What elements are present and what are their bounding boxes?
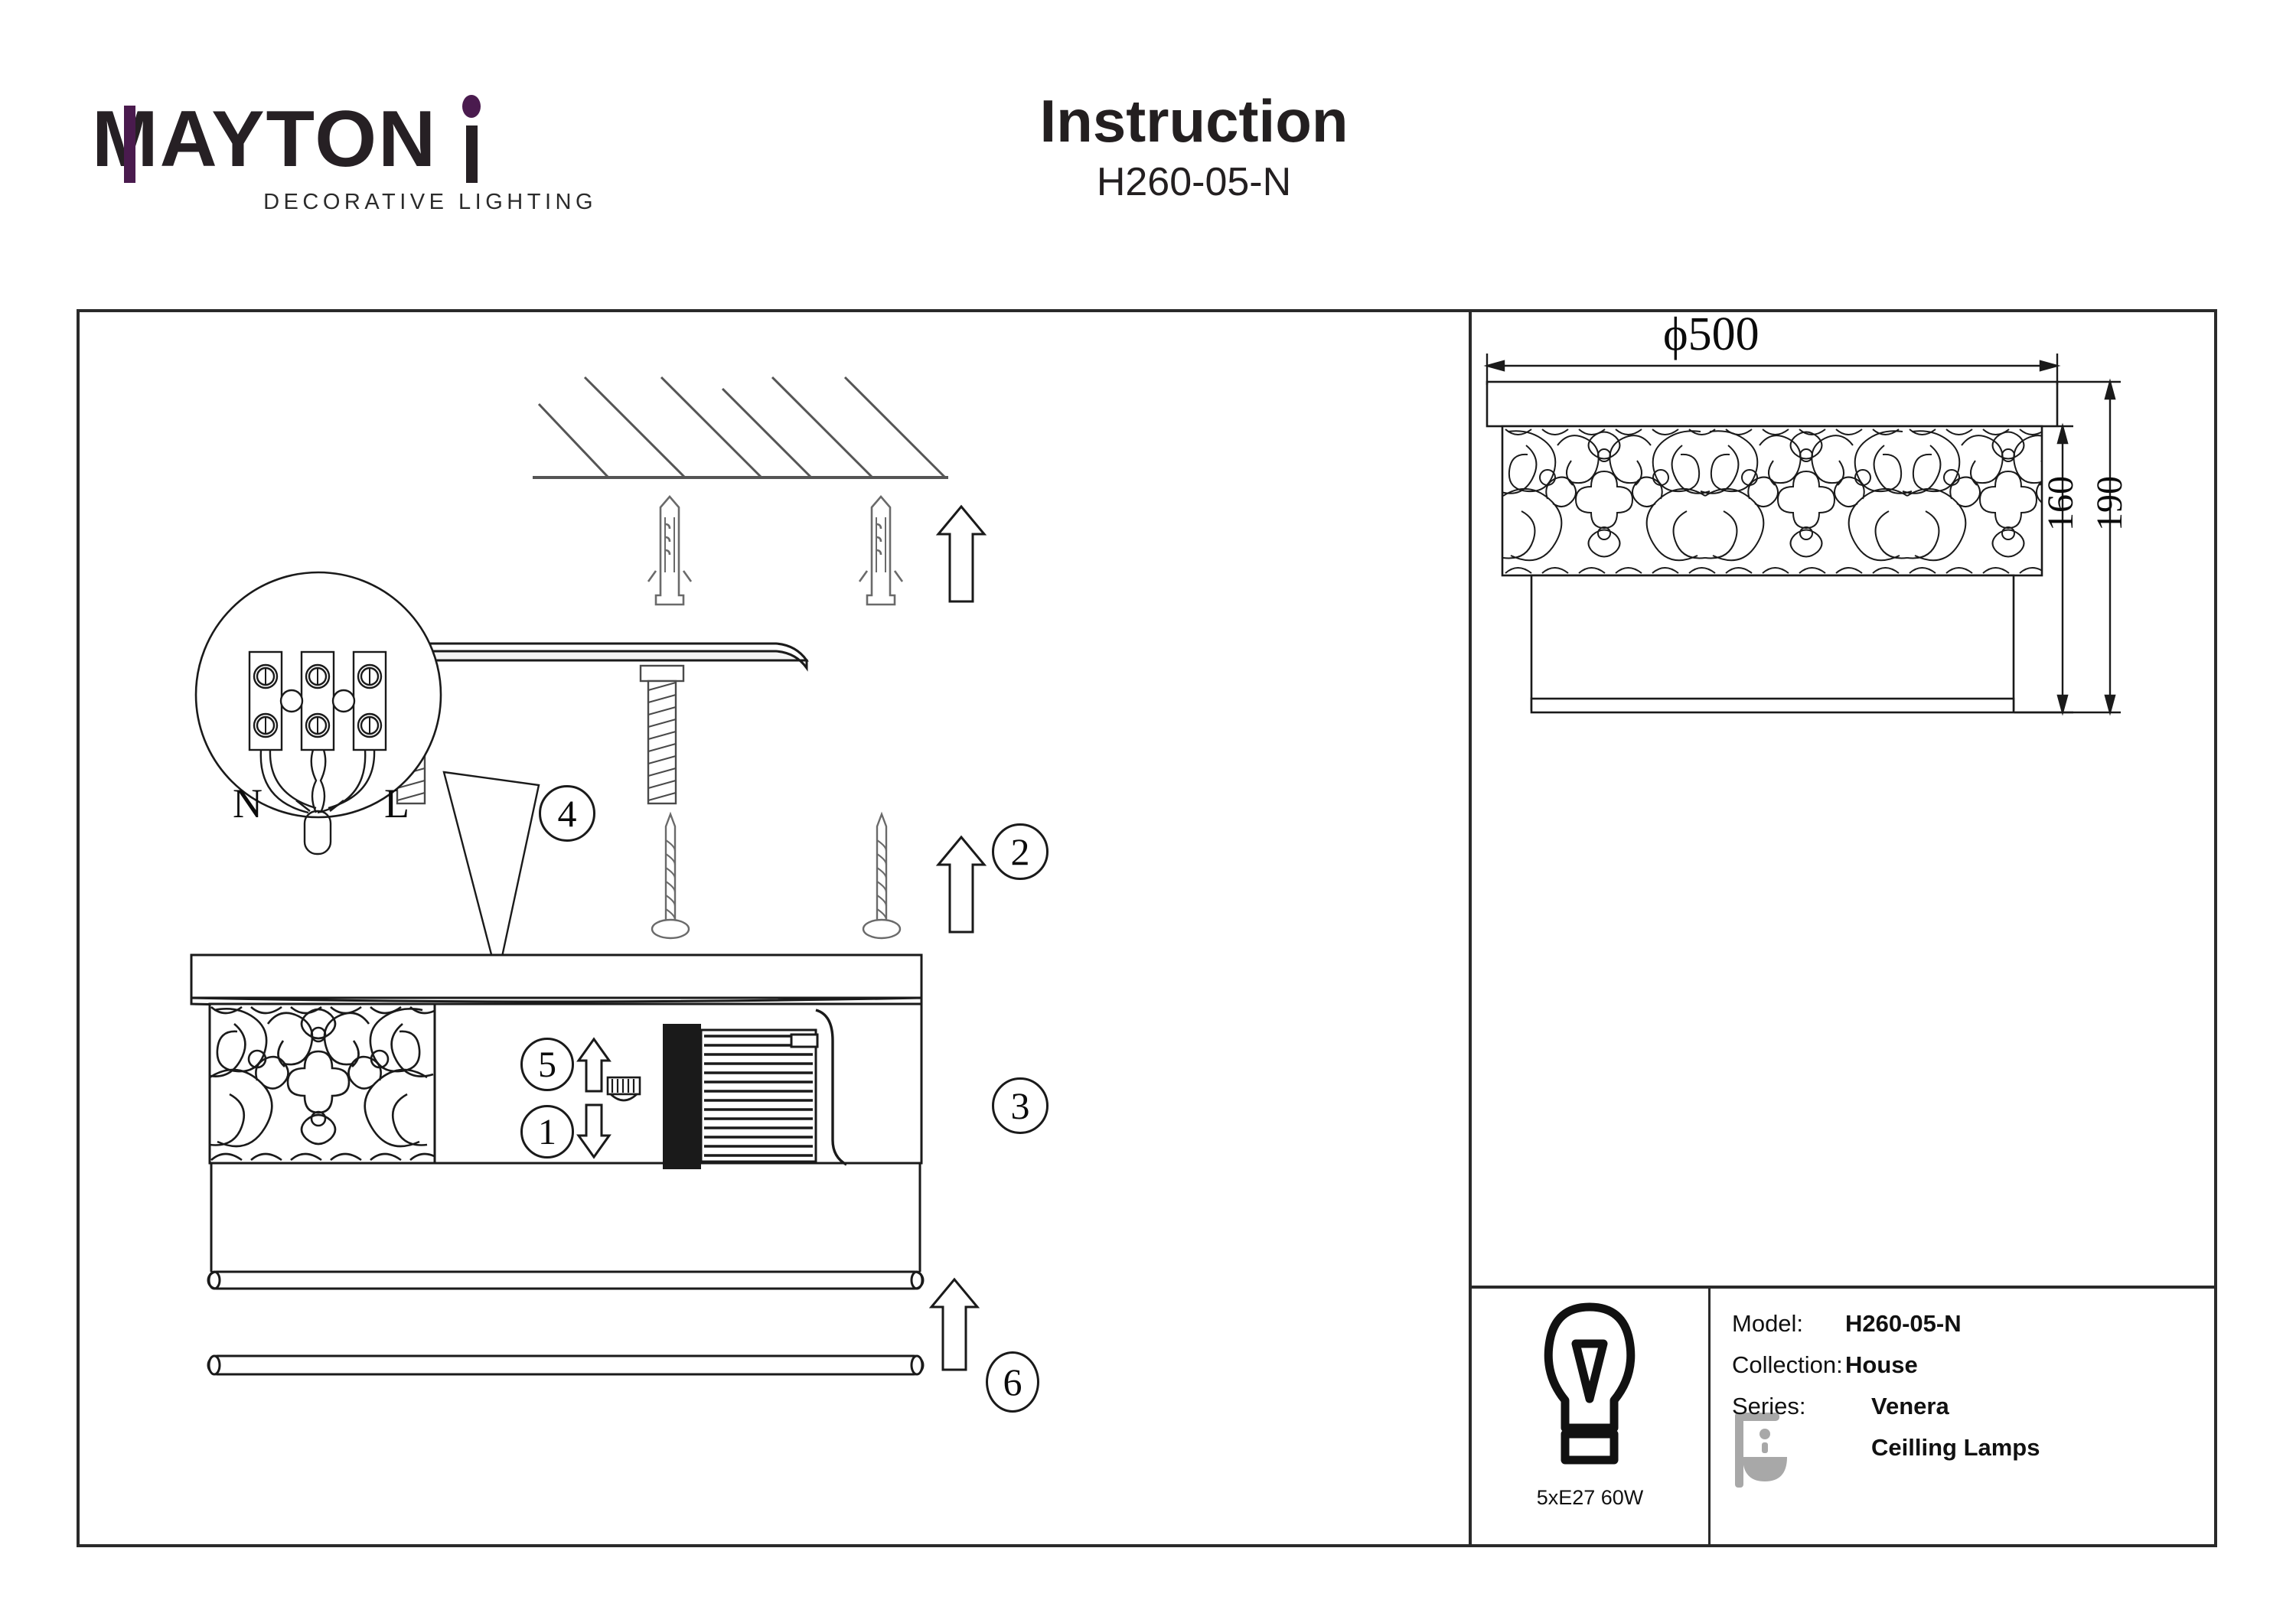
spec-key-collection: Collection: bbox=[1732, 1351, 1843, 1378]
diameter-dimension-line bbox=[1483, 354, 2061, 385]
diffuser-loose-icon bbox=[207, 1354, 925, 1376]
product-specs-cell: Model: H260-05-N Collection: House Serie… bbox=[1711, 1289, 2217, 1544]
step-4-number: 4 bbox=[557, 792, 577, 835]
height-160-label-text: 160 bbox=[2040, 476, 2081, 531]
page-header: MAYTON DECORATIVE LIGHTING Instruction H… bbox=[0, 0, 2296, 306]
wiring-detail-callout bbox=[194, 571, 540, 979]
elevation-ornament-pattern-icon bbox=[1503, 430, 1711, 562]
step-2-number: 2 bbox=[1010, 830, 1030, 873]
height-190-label-text: 190 bbox=[2089, 476, 2130, 531]
drawing-frame: N L bbox=[77, 308, 2217, 1547]
step-1-number: 1 bbox=[538, 1111, 556, 1152]
step-2-arrow-icon bbox=[935, 504, 987, 603]
step-3-arrow-icon bbox=[935, 835, 987, 934]
ceiling-lamp-category-icon bbox=[1735, 1413, 1787, 1488]
terminal-screws bbox=[253, 663, 383, 738]
spec-key-model: Model: bbox=[1732, 1310, 1804, 1337]
step-6-arrow-icon bbox=[928, 1277, 980, 1371]
bulb-spec-cell: 5xE27 60W bbox=[1472, 1289, 1708, 1544]
info-panel-divider bbox=[1708, 1286, 1711, 1544]
screw-right-icon bbox=[862, 811, 902, 940]
step-1-badge: 1 bbox=[520, 1105, 574, 1159]
bulb-spec-label: 5xE27 60W bbox=[1536, 1486, 1644, 1509]
canopy-plate-icon bbox=[190, 953, 923, 1009]
logo-i-dot-icon bbox=[462, 95, 481, 118]
product-elevation-icon bbox=[1486, 380, 2059, 714]
wire-label-live: L bbox=[384, 781, 409, 826]
title-block: Instruction H260-05-N bbox=[903, 90, 1485, 205]
spec-value-collection: House bbox=[1845, 1351, 1918, 1378]
dimension-drawing-panel: ϕ500 160 190 bbox=[1472, 308, 2217, 1286]
bracket-bolt-right-icon bbox=[639, 664, 685, 805]
spec-key-series: Series: bbox=[1732, 1393, 1806, 1419]
bulb-icon bbox=[1544, 1302, 1636, 1465]
logo-m-accent-bar bbox=[124, 106, 135, 183]
terminal-block-icon bbox=[248, 650, 387, 751]
step-6-number: 6 bbox=[1003, 1361, 1022, 1403]
wall-plug-left-icon bbox=[647, 495, 693, 606]
dimension-drawing bbox=[1483, 354, 2121, 716]
step-1-arrow-icon bbox=[576, 1103, 612, 1159]
step-5-number: 5 bbox=[538, 1044, 556, 1085]
assembly-diagram-panel: N L bbox=[80, 312, 1469, 1544]
page-model-code: H260-05-N bbox=[1096, 159, 1292, 204]
logo-tagline: DECORATIVE LIGHTING bbox=[263, 190, 597, 214]
spec-value-category: Ceilling Lamps bbox=[1871, 1434, 2040, 1461]
step-5-badge: 5 bbox=[520, 1038, 574, 1091]
step-4-badge: 4 bbox=[539, 785, 595, 842]
height-190-label: 190 bbox=[2089, 476, 2131, 531]
assembly-drawing: N L bbox=[190, 376, 987, 1376]
diffuser-installed-icon bbox=[207, 1163, 925, 1290]
logo-wordmark: MAYTON bbox=[92, 95, 597, 185]
maytoni-logo: MAYTON DECORATIVE LIGHTING bbox=[92, 95, 597, 222]
height-160-label: 160 bbox=[2040, 476, 2082, 531]
logo-i-stem bbox=[466, 125, 478, 183]
step-3-badge: 3 bbox=[992, 1077, 1049, 1134]
diameter-label: ϕ500 bbox=[1663, 308, 1760, 362]
page-title: Instruction bbox=[1039, 87, 1349, 155]
height-190-dimension-line bbox=[2014, 378, 2121, 716]
lock-nut-icon bbox=[606, 1076, 641, 1102]
spec-value-model: H260-05-N bbox=[1845, 1310, 1962, 1337]
logo-wordmark-text: MAYTON bbox=[92, 95, 438, 184]
lamp-socket-icon bbox=[663, 1009, 847, 1169]
ornament-pattern-icon bbox=[210, 1005, 435, 1162]
step-6-badge: 6 bbox=[986, 1351, 1039, 1413]
spec-value-series: Venera bbox=[1871, 1393, 1949, 1419]
frame-horizontal-divider bbox=[1469, 1286, 2217, 1289]
frame-vertical-divider bbox=[1469, 312, 1472, 1544]
ceiling-hatching-icon bbox=[537, 376, 946, 478]
step-3-number: 3 bbox=[1010, 1084, 1030, 1127]
screw-left-icon bbox=[651, 811, 690, 940]
wall-plug-right-icon bbox=[858, 495, 904, 606]
wire-bundle-icon bbox=[259, 749, 376, 855]
diameter-label-text: ϕ500 bbox=[1663, 308, 1760, 360]
wire-label-neutral: N bbox=[233, 781, 263, 826]
elevation-ornament-repeat bbox=[1505, 429, 2041, 574]
step-5-arrow-icon bbox=[576, 1037, 612, 1093]
step-2-badge: 2 bbox=[992, 823, 1049, 880]
